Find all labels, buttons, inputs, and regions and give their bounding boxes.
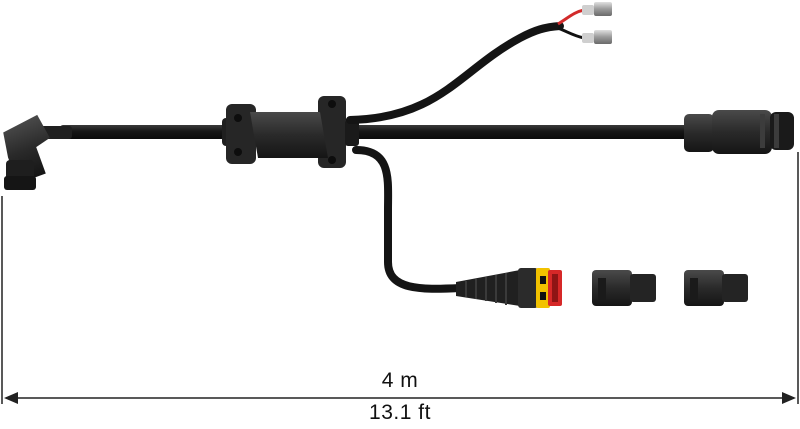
sealed-superseal-connector-icon [456,268,562,308]
red-wire [557,8,585,26]
circular-bayonet-connector-icon [684,110,794,154]
spade-terminal-icon [582,2,612,44]
black-wire [557,26,585,40]
right-angle-m12-connector-icon [3,114,72,190]
dimension-line [1,152,799,404]
lower-branch-cable [352,146,464,293]
d-sub-junction-box-icon [222,96,359,168]
main-cable [60,125,700,139]
dimension-arrow-right [782,392,796,404]
dimension-label-imperial: 13.1 ft [369,401,431,424]
dimension-arrow-left [4,392,18,404]
superseal-plug-icon [592,270,656,306]
superseal-plug-icon-2 [684,270,748,306]
upper-branch-cable [346,22,564,124]
dimension-label-metric: 4 m [381,369,419,392]
